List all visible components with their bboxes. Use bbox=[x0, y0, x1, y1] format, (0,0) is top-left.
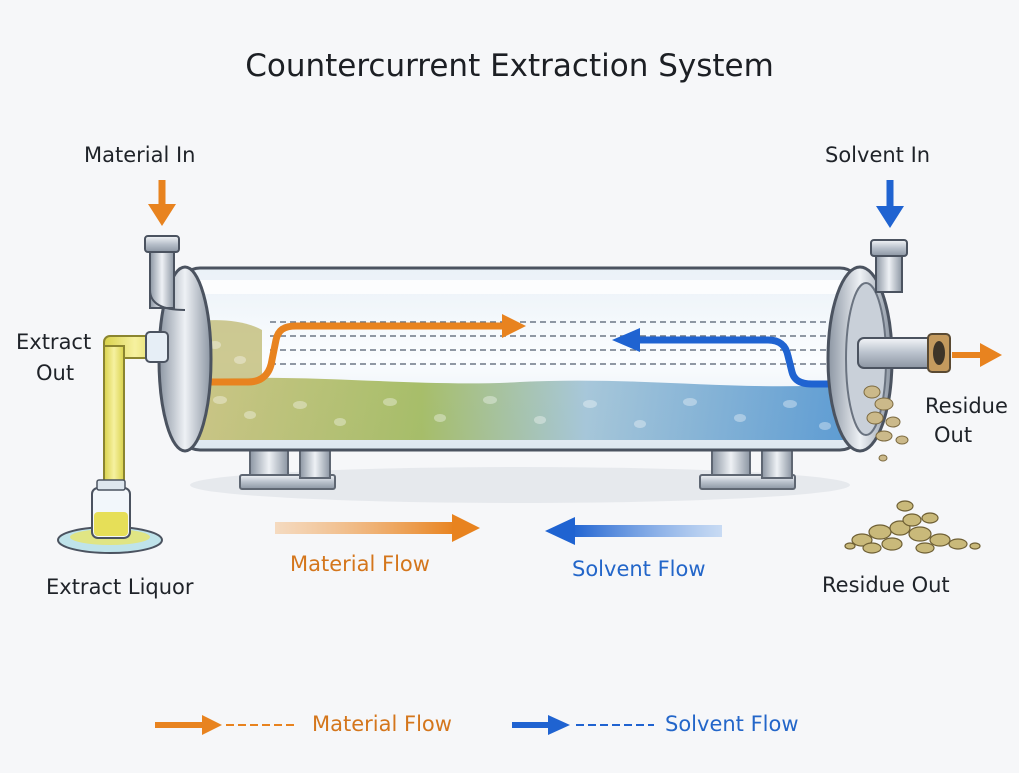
solvent-flow-label: Solvent Flow bbox=[572, 557, 706, 581]
floor-shadow bbox=[190, 467, 850, 503]
pebbles bbox=[209, 341, 831, 430]
extract-out-label-line1: Extract bbox=[16, 330, 92, 354]
material-flow-arrow-icon bbox=[275, 514, 480, 542]
residue-outlet-nozzle bbox=[857, 333, 951, 373]
legend-material-label: Material Flow bbox=[312, 712, 452, 736]
solvent-in-label: Solvent In bbox=[825, 143, 931, 167]
legend-solvent-swatch bbox=[512, 715, 654, 735]
internal-solvent-path bbox=[634, 336, 849, 388]
residue-pile bbox=[844, 500, 981, 554]
extract-jar bbox=[57, 479, 163, 554]
residue-out-side-label-line1: Residue bbox=[925, 394, 1008, 418]
solvent-flow-arrow-icon bbox=[545, 517, 722, 545]
legend-material-swatch bbox=[155, 715, 298, 735]
material-in-arrow-icon bbox=[148, 180, 176, 226]
internal-material-path bbox=[196, 322, 509, 386]
solvent-inlet-pipe bbox=[870, 239, 908, 293]
extract-outlet-pipe bbox=[103, 331, 169, 497]
legend-solvent-label: Solvent Flow bbox=[665, 712, 799, 736]
extract-out-label-line2: Out bbox=[36, 361, 75, 385]
solvent-in-arrow-icon bbox=[876, 180, 904, 228]
residue-fall bbox=[863, 385, 909, 462]
material-in-label: Material In bbox=[84, 143, 196, 167]
residue-out-side-label-line2: Out bbox=[934, 423, 973, 447]
material-inlet-pipe bbox=[144, 235, 186, 311]
residue-out-label: Residue Out bbox=[822, 573, 950, 597]
extract-liquor-label: Extract Liquor bbox=[46, 575, 194, 599]
diagram-title: Countercurrent Extraction System bbox=[245, 48, 774, 84]
material-flow-label: Material Flow bbox=[290, 552, 430, 576]
residue-arrow-icon bbox=[952, 343, 1002, 367]
solid-bed bbox=[192, 377, 848, 440]
extractor-vessel bbox=[157, 265, 894, 453]
